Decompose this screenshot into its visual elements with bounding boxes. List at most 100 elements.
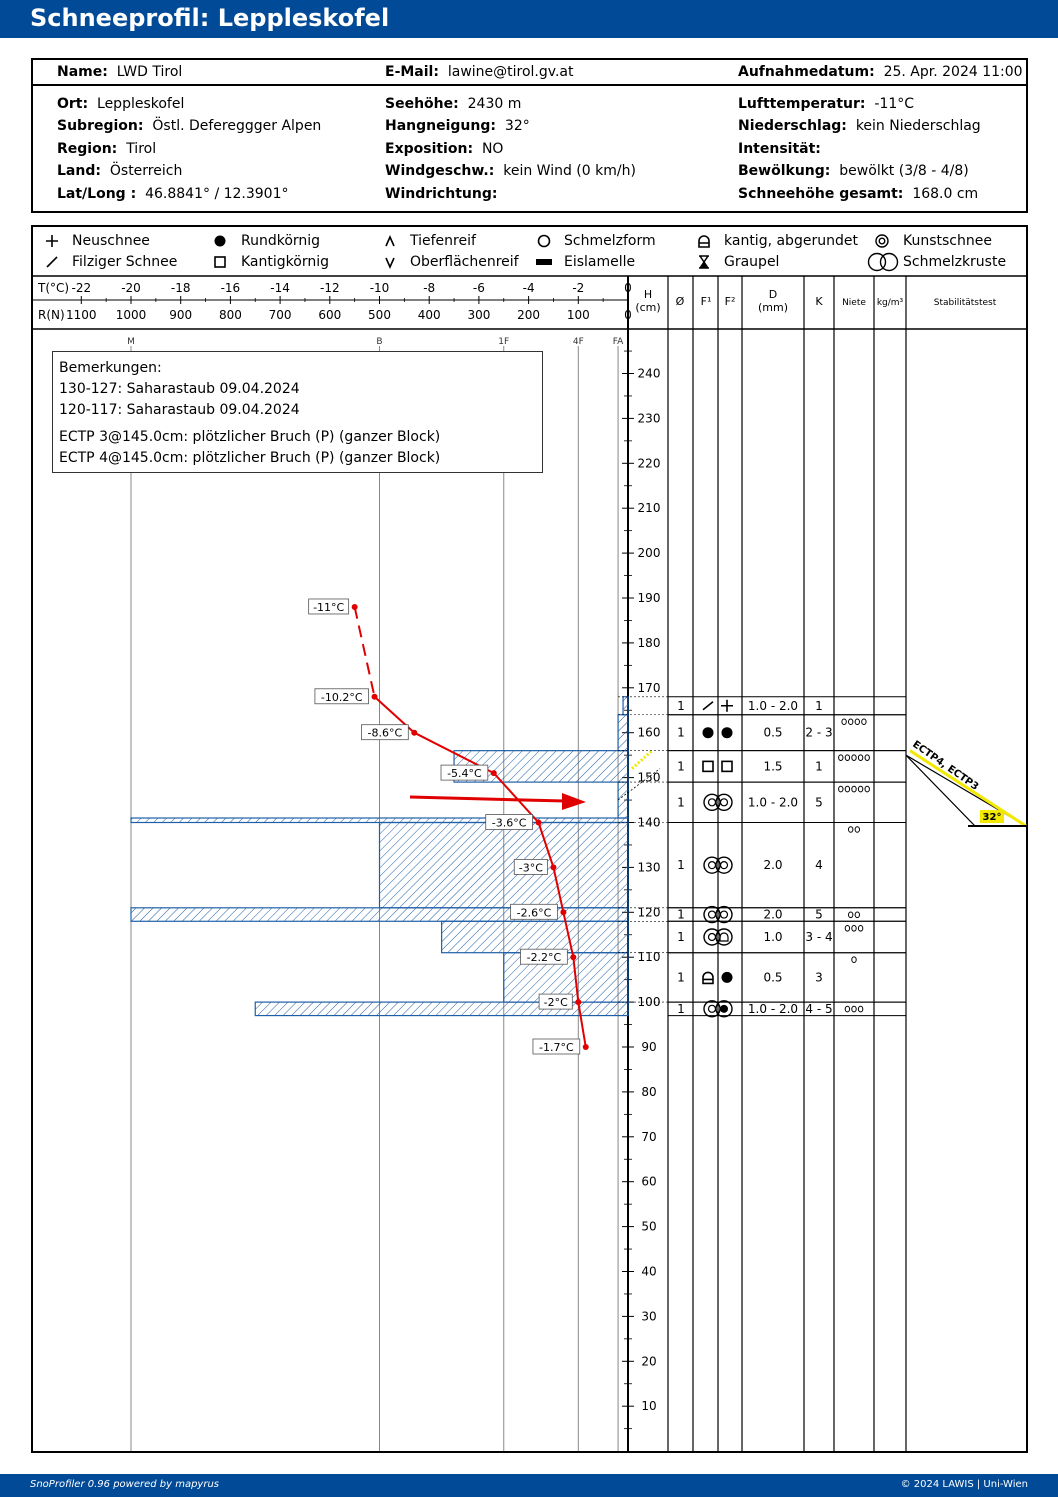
height-tick-label: 20 (641, 1354, 656, 1368)
stability-line (909, 749, 1027, 828)
temperature-tick-label: -20 (121, 281, 141, 295)
slash-icon (46, 256, 58, 268)
height-tick-label: 10 (641, 1399, 656, 1413)
resistance-tick-label: 100 (567, 308, 590, 322)
temperature-label: -3°C (519, 861, 543, 874)
slope-angle-box (980, 810, 1004, 824)
layer-k: 5 (815, 908, 823, 922)
temperature-label: -2°C (544, 996, 568, 1009)
resistance-tick-label: 900 (169, 308, 192, 322)
legend-label: Filziger Schnee (72, 254, 178, 270)
header-exposition: Exposition: NO (385, 141, 504, 157)
legend-label: Kantigkörnig (241, 254, 329, 270)
resistance-tick-label: 700 (269, 308, 292, 322)
header-bewoelkung: Bewölkung: bewölkt (3/8 - 4/8) (738, 163, 969, 179)
resistance-tick-label: 600 (318, 308, 341, 322)
col-header-density: kg/m³ (877, 298, 904, 308)
temperature-label-box (485, 814, 533, 830)
legend-label: Oberflächenreif (410, 254, 519, 270)
height-tick-label: 90 (641, 1040, 656, 1054)
niete-mark (841, 718, 847, 726)
legend-label: Schmelzform (564, 233, 656, 249)
hardness-label: B (376, 337, 382, 347)
temperature-axis-label: T(°C) (37, 281, 69, 295)
layer-k: 4 - 5 (805, 1002, 832, 1016)
temperature-segment (577, 1001, 587, 1048)
bar-icon (536, 259, 552, 265)
open-circle-icon (707, 798, 717, 807)
temperature-tick-label: -14 (270, 281, 290, 295)
resistance-tick-label: 300 (467, 308, 490, 322)
resistance-tick-label: 0 (624, 308, 632, 322)
niete-mark (844, 1005, 851, 1013)
col-header-f2: F² (725, 295, 736, 308)
niete-mark (851, 785, 857, 793)
weak-layer-guide (617, 768, 661, 801)
height-tick-label: 200 (638, 546, 661, 560)
layer-k: 5 (815, 795, 823, 809)
temperature-segment (562, 912, 575, 958)
header-name: Name: LWD Tirol (57, 64, 183, 80)
layer-k: 3 - 4 (805, 930, 832, 944)
height-tick-label: 160 (638, 726, 661, 740)
square-icon (721, 760, 733, 773)
plus-icon (721, 699, 733, 712)
temperature-label: -2.6°C (517, 906, 552, 919)
remarks-line: 120-117: Saharastaub 09.04.2024 (59, 402, 300, 418)
temperature-point (411, 729, 418, 736)
faceted-rounded-icon (698, 235, 710, 248)
header-divider (33, 84, 1026, 86)
niete-mark (854, 911, 860, 919)
temperature-label: -10.2°C (321, 691, 363, 704)
header-windgeschw: Windgeschw.: kein Wind (0 km/h) (385, 163, 636, 179)
temperature-point (560, 909, 567, 916)
hardness-layer (130, 907, 629, 922)
temperature-point (535, 819, 542, 826)
height-tick-label: 130 (638, 860, 661, 874)
height-tick-label: 230 (638, 411, 661, 425)
temperature-label: -3.6°C (492, 817, 527, 830)
height-tick-label: 190 (638, 591, 661, 605)
temperature-label-box (308, 598, 350, 615)
hardness-label: 1F (498, 337, 509, 347)
slash-icon (702, 701, 714, 711)
layer-theta: 1 (677, 908, 685, 922)
height-tick-label: 100 (638, 995, 661, 1009)
resistance-tick-label: 500 (368, 308, 391, 322)
layer-grain-size: 1.5 (763, 759, 782, 773)
header-subregion: Subregion: Östl. Defereggger Alpen (57, 118, 322, 134)
temperature-label: -1.7°C (539, 1041, 574, 1054)
hardness-label: M (127, 337, 135, 347)
square-icon (214, 256, 226, 268)
temperature-segment (537, 822, 555, 868)
remarks-line: 130-127: Saharastaub 09.04.2024 (59, 381, 300, 397)
open-circle-icon (707, 932, 717, 942)
hardness-layer (617, 781, 629, 819)
layer-grain-size: 0.5 (763, 970, 782, 984)
legend-label: Kunstschnee (903, 233, 992, 249)
temperature-point (582, 1044, 589, 1050)
hardness-layer (378, 821, 629, 909)
remarks-box: Bemerkungen: 130-127: Saharastaub 09.04.… (52, 351, 543, 473)
layer-theta: 1 (677, 930, 685, 944)
resistance-tick-label: 1100 (66, 308, 97, 322)
hardness-label: FA (613, 337, 624, 347)
filled-circle-icon (720, 1004, 728, 1013)
temperature-tick-label: -2 (572, 281, 584, 295)
temperature-tick-label: -12 (320, 281, 340, 295)
niete-mark (861, 718, 867, 726)
niete-mark (838, 785, 844, 793)
header-intensitaet: Intensität: (738, 141, 821, 157)
profile-box (31, 225, 1028, 1453)
temperature-label-box (513, 859, 548, 875)
stability-label: ECTP4, ECTP3 (910, 739, 980, 793)
remarks-line: ECTP 4@145.0cm: plötzlicher Bruch (P) (g… (59, 450, 441, 466)
niete-mark (844, 785, 851, 793)
height-tick-label: 180 (638, 636, 661, 650)
height-tick-label: 170 (638, 681, 661, 695)
temperature-label-box (314, 688, 369, 705)
temperature-segment (572, 957, 580, 1003)
layer-k: 1 (815, 759, 823, 773)
layer-grain-size: 2.0 (763, 908, 782, 922)
temperature-tick-label: -8 (423, 281, 435, 295)
